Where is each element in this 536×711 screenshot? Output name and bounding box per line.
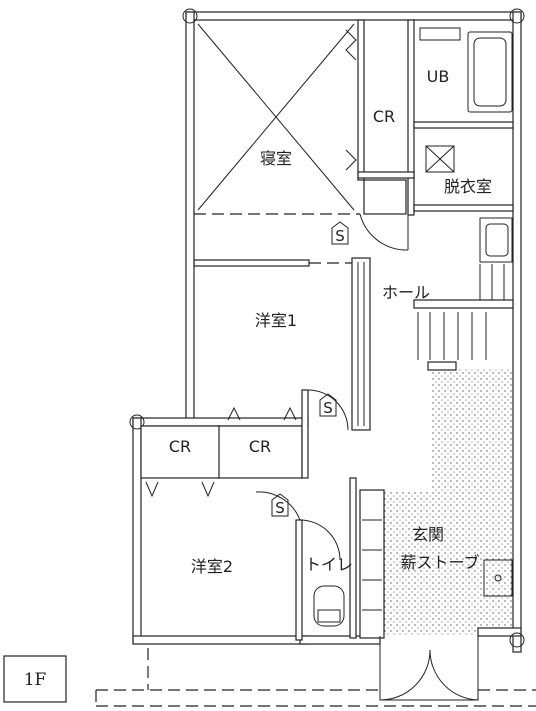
label-closet-room1: CR: [169, 437, 191, 456]
open-ceiling-mark: [197, 23, 355, 211]
svg-text:S: S: [323, 399, 333, 417]
exterior-walls: [132, 11, 522, 653]
floor-label: 1F: [24, 670, 47, 690]
doors: [255, 213, 479, 701]
switch-symbol-bedroom: S: [331, 221, 349, 245]
svg-text:S: S: [275, 499, 285, 517]
exterior-deck-outline: [95, 648, 536, 707]
shoe-cabinet: [362, 519, 382, 611]
label-master-bedroom: 寝室: [260, 149, 292, 168]
floor-tag: 1F: [3, 655, 67, 703]
label-entrance: 玄関: [412, 525, 444, 544]
label-toilet: トイレ: [305, 555, 353, 574]
label-closet-room2: CR: [249, 437, 271, 456]
label-dressing-room: 脱衣室: [444, 177, 492, 196]
closet-chevrons: [145, 29, 357, 498]
washing-machine: [425, 145, 455, 173]
bathtub: [419, 27, 513, 113]
svg-text:S: S: [335, 227, 345, 245]
switch-symbol-room1: S: [319, 393, 337, 417]
label-unit-bath: UB: [427, 67, 450, 86]
staircase: [417, 264, 505, 360]
label-hall: ホール: [382, 283, 430, 302]
label-western-room-1: 洋室1: [255, 311, 297, 330]
label-closet-bedroom: CR: [373, 107, 395, 126]
label-western-room-2: 洋室2: [191, 557, 233, 576]
toilet-fixture: [313, 585, 345, 627]
corner-posts: [129, 8, 525, 648]
wood-stove-fixture: [483, 559, 513, 597]
entrance-floor-dots: [380, 368, 515, 636]
label-wood-stove: 薪ストーブ: [400, 553, 479, 572]
sink: [479, 217, 513, 263]
interior-walls: [140, 19, 514, 641]
switch-symbol-room2: S: [271, 493, 289, 517]
